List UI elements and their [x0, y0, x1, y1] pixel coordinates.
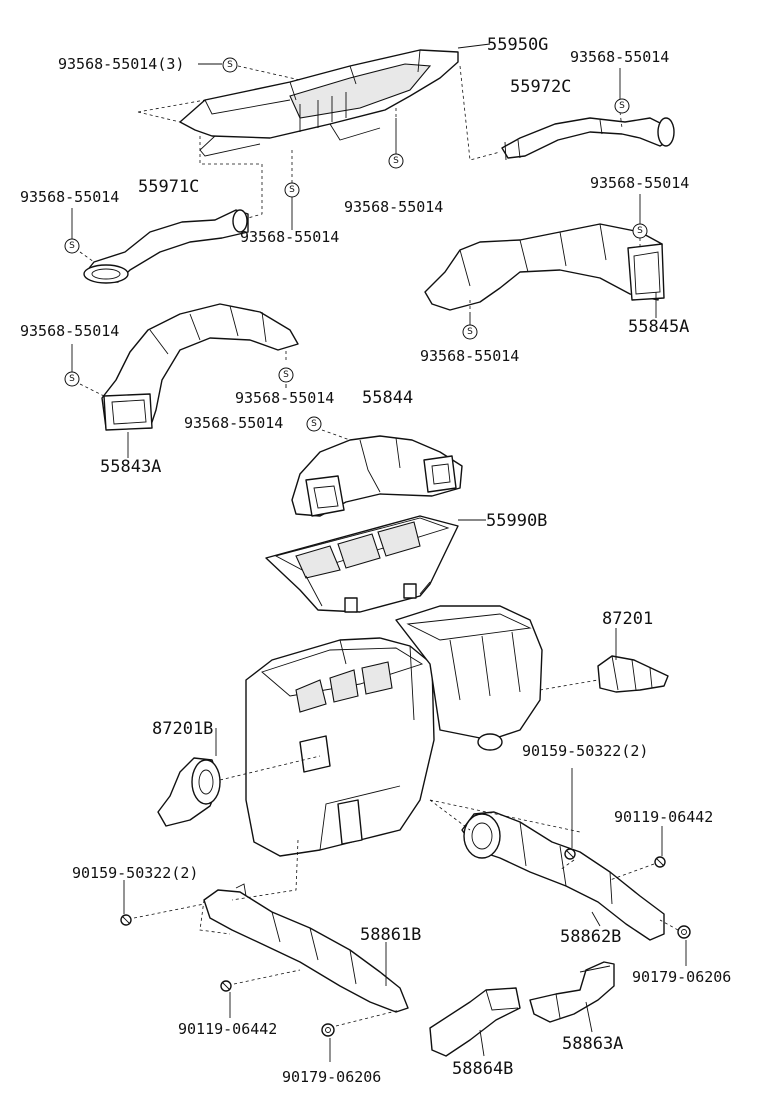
- part-58864b: [429, 987, 521, 1057]
- label-58861b: 58861B: [360, 925, 421, 945]
- label-90119-left: 90119-06442: [178, 1020, 277, 1038]
- duct-58862b: [461, 811, 665, 941]
- duct-55950g: [179, 49, 459, 157]
- s-symbol-top-right: S: [614, 98, 630, 114]
- label-58862b: 58862B: [560, 927, 621, 947]
- part-87201b: [157, 757, 221, 827]
- label-93568-right-2: 93568-55014: [590, 174, 689, 192]
- label-87201b: 87201B: [152, 719, 213, 739]
- label-93568-top-right: 93568-55014: [570, 48, 669, 66]
- label-55972c: 55972C: [510, 77, 571, 97]
- svg-text:S: S: [619, 101, 625, 111]
- s-symbol-right-3: S: [462, 324, 478, 340]
- s-symbol-top-left: S: [222, 57, 238, 73]
- svg-text:S: S: [311, 419, 317, 429]
- bolt-right: [654, 856, 666, 868]
- s-symbol-left-1: S: [64, 238, 80, 254]
- svg-text:S: S: [393, 156, 399, 166]
- s-symbol-center-2: S: [284, 182, 300, 198]
- svg-text:S: S: [227, 60, 233, 70]
- nut-right: [677, 925, 691, 939]
- label-93568-top-left: 93568-55014(3): [58, 55, 184, 73]
- label-90159-right: 90159-50322(2): [522, 742, 648, 760]
- svg-text:S: S: [69, 374, 75, 384]
- label-93568-center-1: 93568-55014: [344, 198, 443, 216]
- screw-right-top: [564, 848, 576, 860]
- duct-58861b: [203, 883, 409, 1013]
- label-55843a: 55843A: [100, 457, 161, 477]
- nut-left: [321, 1023, 335, 1037]
- label-87201: 87201: [602, 609, 653, 629]
- duct-55843a: [101, 303, 299, 431]
- heater-unit: [245, 605, 543, 857]
- bolt-left: [220, 980, 232, 992]
- s-symbol-mid-3: S: [278, 367, 294, 383]
- label-90159-left: 90159-50322(2): [72, 864, 198, 882]
- label-55844: 55844: [362, 388, 413, 408]
- s-symbol-left-2: S: [64, 371, 80, 387]
- label-93568-right-3: 93568-55014: [420, 347, 519, 365]
- label-55950g: 55950G: [487, 35, 548, 55]
- s-symbol-center-1: S: [388, 153, 404, 169]
- duct-55845a: [424, 223, 665, 311]
- label-93568-left-2: 93568-55014: [20, 322, 119, 340]
- svg-text:S: S: [69, 241, 75, 251]
- duct-55972c: [501, 117, 675, 161]
- dashed-lines: [79, 65, 679, 1027]
- svg-text:S: S: [467, 327, 473, 337]
- duct-55844: [291, 435, 463, 517]
- part-58863a: [529, 961, 615, 1023]
- leader-lines: [71, 43, 687, 1062]
- svg-text:S: S: [289, 185, 295, 195]
- label-55990b: 55990B: [486, 511, 547, 531]
- duct-55990b: [265, 515, 459, 613]
- part-87201: [597, 655, 669, 693]
- label-90119-right: 90119-06442: [614, 808, 713, 826]
- label-93568-center-2: 93568-55014: [240, 228, 339, 246]
- label-90179-left: 90179-06206: [282, 1068, 381, 1086]
- s-symbol-right-2: S: [632, 223, 648, 239]
- label-90179-right: 90179-06206: [632, 968, 731, 986]
- s-symbol-mid-4: S: [306, 416, 322, 432]
- svg-text:S: S: [637, 226, 643, 236]
- label-55845a: 55845A: [628, 317, 689, 337]
- label-93568-mid-3: 93568-55014: [235, 389, 334, 407]
- label-93568-left-1: 93568-55014: [20, 188, 119, 206]
- label-58864b: 58864B: [452, 1059, 513, 1079]
- screw-left: [120, 914, 132, 926]
- label-58863a: 58863A: [562, 1034, 623, 1054]
- duct-55971c: [83, 209, 249, 284]
- label-93568-mid-4: 93568-55014: [184, 414, 283, 432]
- svg-text:S: S: [283, 370, 289, 380]
- label-55971c: 55971C: [138, 177, 199, 197]
